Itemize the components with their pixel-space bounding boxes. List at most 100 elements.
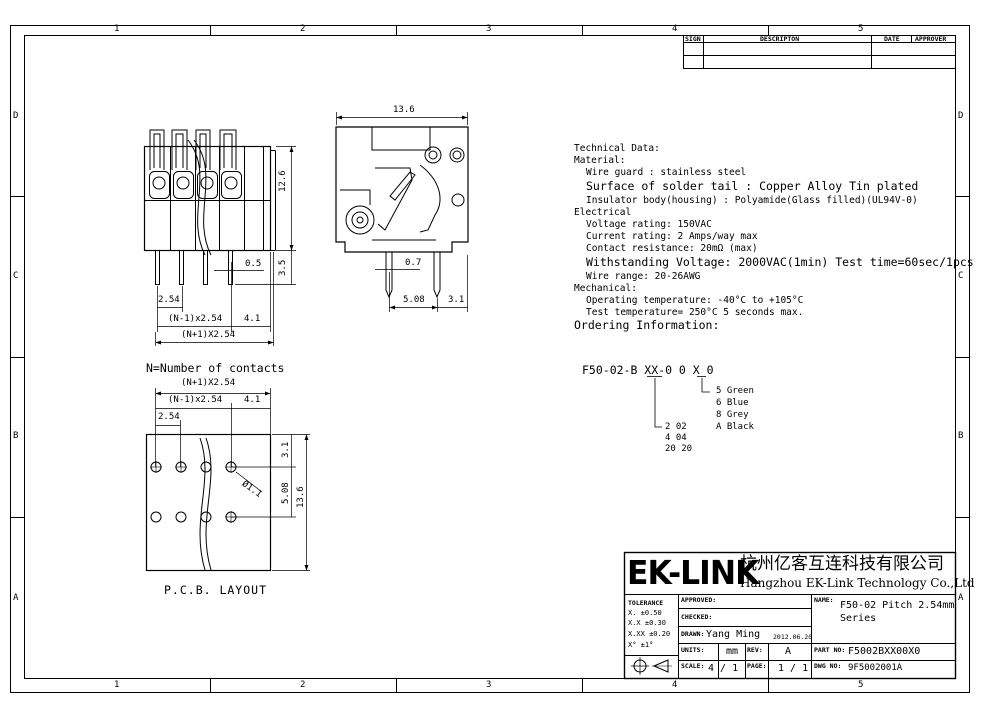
dim-n-minus-1: (N-1)x2.54 xyxy=(168,314,223,324)
tolerance-1: X. ±0.50 xyxy=(628,609,662,617)
dim-n-plus-1: (N+1)X2.54 xyxy=(181,330,236,340)
tech-line: Electrical xyxy=(574,206,632,218)
col-label-5: 5 xyxy=(858,24,864,34)
tech-line: Current rating: 2 Amps/way max xyxy=(586,231,758,243)
color-option-green: 5 Green xyxy=(716,386,754,396)
pcb-dim-n-minus-1: (N-1)x2.54 xyxy=(168,395,223,405)
tech-line: Mechanical: xyxy=(574,282,637,294)
dim-pin-edge: 3.1 xyxy=(448,295,465,305)
drawn-by: Yang Ming xyxy=(706,629,761,640)
outer-frame xyxy=(10,25,970,693)
pcb-dim-row-offset: 3.1 xyxy=(281,441,291,458)
pcb-layout-drawing xyxy=(145,388,310,572)
tech-line: Contact resistance: 20mΩ (max) xyxy=(586,243,758,255)
rev-header-approver: APPROVER xyxy=(915,35,947,43)
tolerance-3: X.XX ±0.20 xyxy=(628,630,671,638)
tech-line: Technical Data: xyxy=(574,143,660,154)
drawn-label: DRAWN: xyxy=(681,630,705,638)
title-block-frame xyxy=(623,551,957,680)
company-logo: EK-LINK xyxy=(627,553,759,592)
pcb-title: P.C.B. LAYOUT xyxy=(164,583,268,597)
company-name-cn: 杭州亿客互连科技有限公司 xyxy=(740,554,944,574)
dim-height-lower: 3.5 xyxy=(278,259,288,276)
row-label-C: C xyxy=(13,271,19,281)
dim-height-upper: 12.6 xyxy=(278,170,288,192)
tolerance-4: X° ±1° xyxy=(628,641,654,649)
rev-header-date: DATE xyxy=(884,35,900,43)
row-label-A: A xyxy=(13,593,19,603)
pcb-dim-n-plus-1: (N+1)X2.54 xyxy=(181,378,236,388)
col-label-3-bottom: 3 xyxy=(486,680,492,690)
drawn-date: 2012.06.20 xyxy=(773,633,813,641)
ways-option-2: 2 02 xyxy=(665,422,687,432)
col-label-4-bottom: 4 xyxy=(672,680,678,690)
rev-header-description: DESCRIPTON xyxy=(760,35,800,43)
pcb-dim-end: 4.1 xyxy=(244,395,261,405)
dwgno-value: 9F5002001A xyxy=(848,663,903,673)
ways-option-4: 4 04 xyxy=(665,433,687,443)
scale-label: SCALE: xyxy=(681,662,705,670)
row-label-D-right: D xyxy=(958,111,964,121)
scale-value: 4 / 1 xyxy=(708,663,739,674)
name-label: NAME: xyxy=(814,596,834,604)
ways-option-20: 20 20 xyxy=(665,444,693,454)
col-label-1: 1 xyxy=(114,24,120,34)
rev-label: REV: xyxy=(747,646,763,654)
pcb-dim-height: 13.6 xyxy=(296,486,306,508)
units-value: mm xyxy=(726,646,739,657)
col-label-3: 3 xyxy=(486,24,492,34)
dim-pitch: 2.54 xyxy=(158,295,180,305)
tech-line: Operating temperature: -40°C to +105°C xyxy=(586,295,804,306)
color-option-grey: 8 Grey xyxy=(716,410,749,420)
company-name-en: Hangzhou EK-Link Technology Co.,Ltd xyxy=(740,576,975,590)
arrowheads xyxy=(155,115,468,571)
dim-pin-spacing: 5.08 xyxy=(403,295,425,305)
dim-pin-offset: 0.5 xyxy=(245,259,262,269)
partno-value: F5002BXX00X0 xyxy=(848,646,921,657)
dim-pin: 0.7 xyxy=(405,258,422,268)
tech-line: Test temperature= 250°C 5 seconds max. xyxy=(586,307,804,319)
row-label-B: B xyxy=(13,431,19,441)
tech-line: Voltage rating: 150VAC xyxy=(586,219,712,230)
tech-line: Ordering Information: xyxy=(574,318,720,333)
tech-line: Wire guard : stainless steel xyxy=(586,167,747,179)
col-label-5-bottom: 5 xyxy=(858,680,864,690)
dwgno-label: DWG NO: xyxy=(814,662,842,670)
col-label-2: 2 xyxy=(300,24,306,34)
tolerance-label: TOLERANCE xyxy=(628,599,664,607)
checked-label: CHECKED: xyxy=(681,613,713,621)
partno-label: PART NO: xyxy=(814,646,846,654)
approved-label: APPROVED: xyxy=(681,596,717,604)
tech-line: Material: xyxy=(574,155,626,167)
front-view-drawing xyxy=(143,129,296,346)
revision-table xyxy=(683,35,956,69)
pcb-note: N=Number of contacts xyxy=(146,361,285,375)
col-label-1-bottom: 1 xyxy=(114,680,120,690)
rev-value: A xyxy=(785,646,792,657)
ordering-code: F50-02-B XX-0 0 X 0 xyxy=(582,363,714,377)
tech-line: Wire range: 20-26AWG xyxy=(586,270,701,282)
name-line-1: F50-02 Pitch 2.54mm xyxy=(840,600,955,611)
page-label: PAGE: xyxy=(747,662,767,670)
col-label-2-bottom: 2 xyxy=(300,680,306,690)
tech-line: Surface of solder tail : Copper Alloy Ti… xyxy=(586,178,919,193)
rev-header-sign: SIGN xyxy=(685,35,701,43)
tolerance-2: X.X ±0.30 xyxy=(628,619,666,627)
dim-end: 4.1 xyxy=(244,314,261,324)
dim-width: 13.6 xyxy=(393,105,415,115)
pcb-dim-row-spacing: 5.08 xyxy=(281,482,291,504)
side-view-drawing xyxy=(335,112,469,312)
row-label-A-right: A xyxy=(958,593,964,603)
color-option-blue: 6 Blue xyxy=(716,398,749,408)
pcb-dim-pitch: 2.54 xyxy=(158,412,180,422)
page-value: 1 / 1 xyxy=(778,663,809,674)
col-label-4: 4 xyxy=(672,24,678,34)
name-line-2: Series xyxy=(840,613,877,624)
color-option-black: A Black xyxy=(716,422,754,432)
row-label-D: D xyxy=(13,111,19,121)
ordering-leaders xyxy=(647,376,710,428)
tech-line: Withstanding Voltage: 2000VAC(1min) Test… xyxy=(586,254,974,269)
row-label-B-right: B xyxy=(958,431,964,441)
row-label-C-right: C xyxy=(958,271,964,281)
